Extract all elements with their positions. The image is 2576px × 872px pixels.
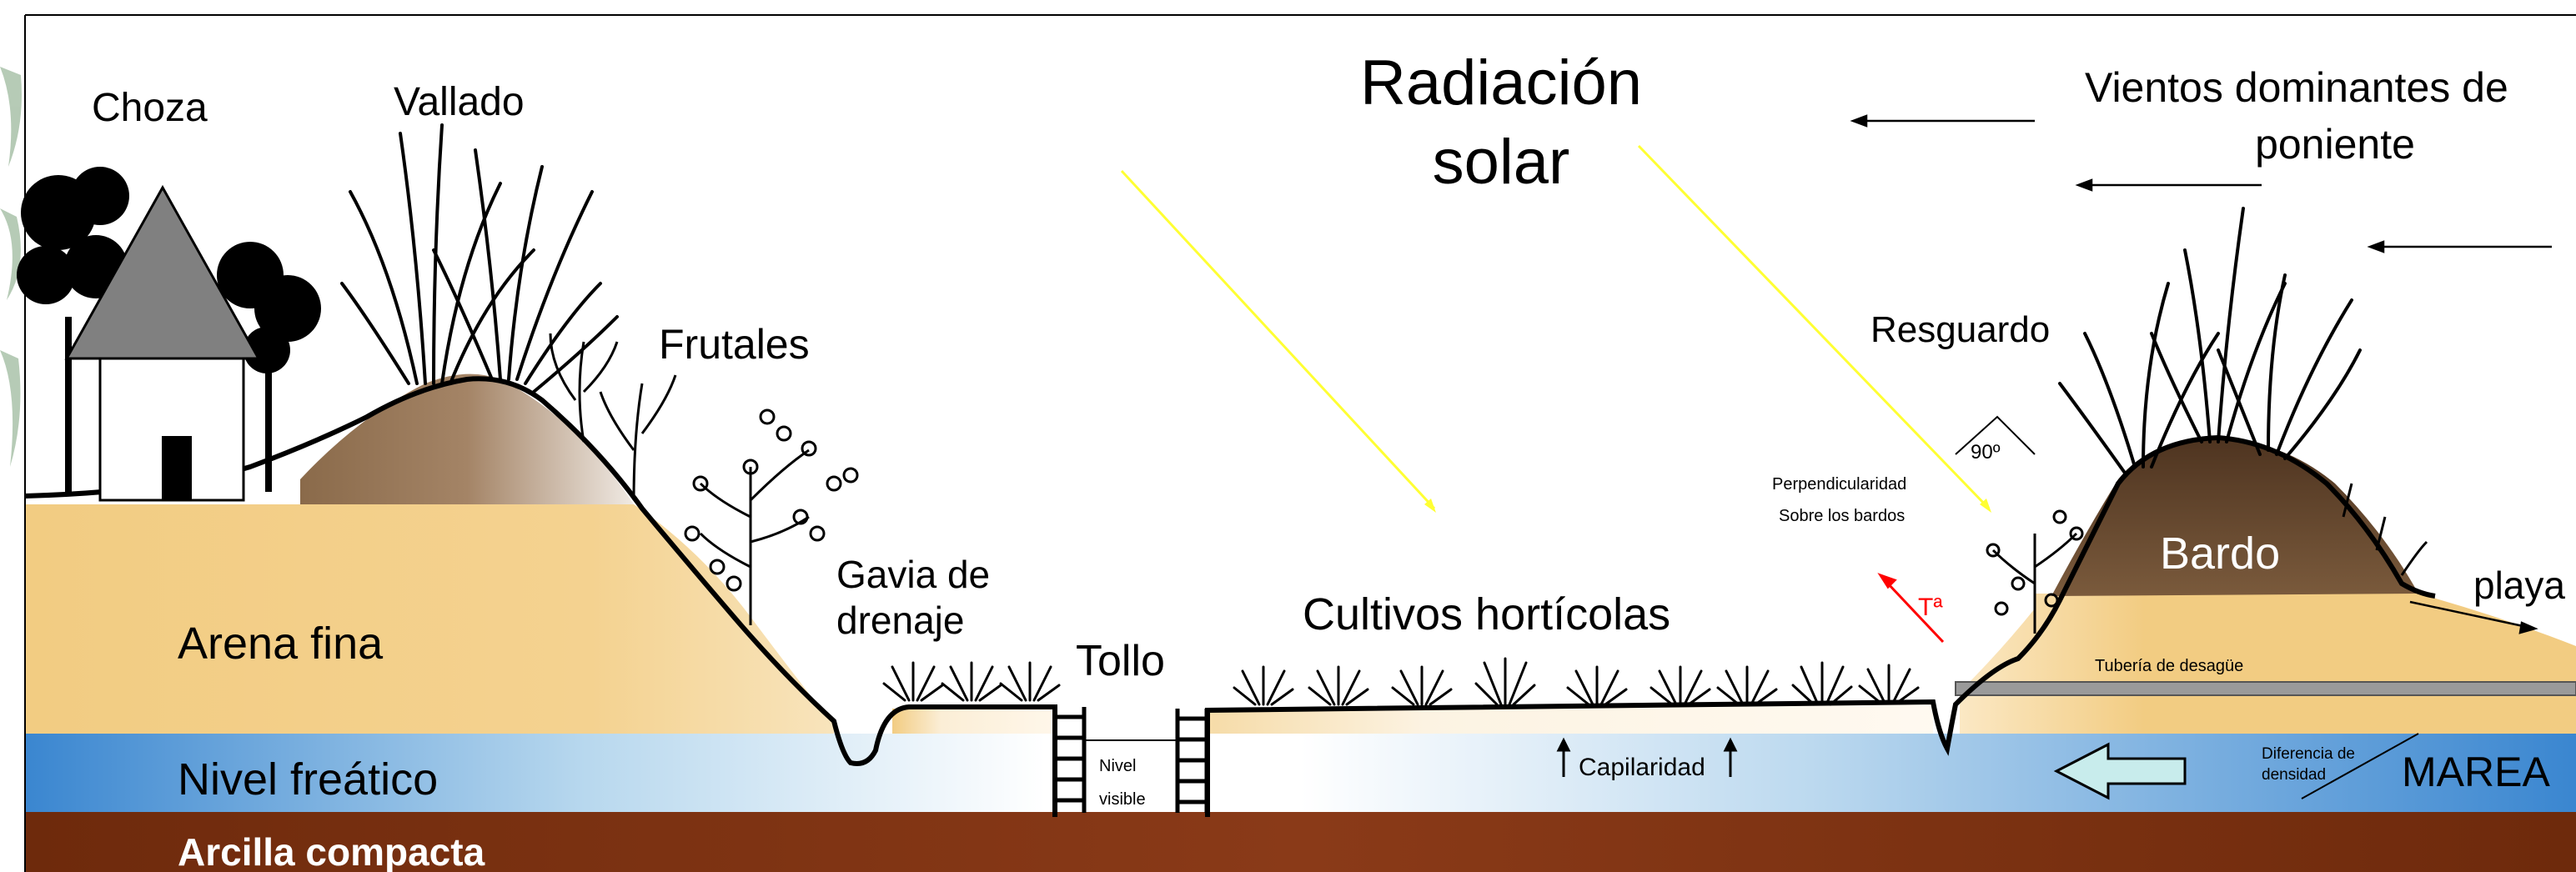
- sun-ray-arrowhead-2: [1980, 499, 1991, 513]
- ground-profile-line: [24, 376, 2436, 817]
- label-sand: Arena fina: [178, 619, 384, 669]
- label-capillarity: Capilaridad: [1579, 754, 1705, 781]
- label-beach: playa: [2473, 564, 2565, 607]
- drain-pipe: [1955, 681, 2576, 696]
- tide-arrow: [2053, 742, 2187, 800]
- label-perp-2: Sobre los bardos: [1779, 507, 1905, 525]
- label-shelter: Resguardo: [1870, 309, 2050, 350]
- left-sand: [25, 504, 834, 734]
- label-fruit: Frutales: [659, 321, 810, 368]
- hut: [64, 184, 261, 502]
- label-drain-2: drenaje: [836, 599, 964, 642]
- field-sand-strip: [892, 709, 1055, 734]
- label-winds-2: poniente: [2255, 121, 2415, 168]
- sun-ray-arrowhead-1: [1424, 499, 1436, 513]
- label-temp: Tª: [1918, 594, 1943, 621]
- wind-arrows: [1850, 114, 2552, 253]
- label-bardo: Bardo: [2160, 529, 2280, 579]
- label-perp-1: Perpendicularidad: [1772, 475, 1906, 494]
- label-crops: Cultivos hortícolas: [1303, 589, 1670, 639]
- label-visible-1: Nivel: [1099, 757, 1136, 775]
- label-density-1: Diferencia de: [2262, 745, 2355, 763]
- right-angle-marker: [1955, 415, 2036, 455]
- label-winds-1: Vientos dominantes de: [2085, 64, 2508, 111]
- bardo-shrubs: [1986, 483, 2428, 634]
- label-tide: MAREA: [2402, 749, 2550, 795]
- right-sand: [1960, 594, 2576, 734]
- label-angle: 90º: [1971, 441, 2001, 464]
- bardo-plants: [2058, 207, 2362, 477]
- fence-plants: [340, 123, 619, 393]
- label-visible-2: visible: [1099, 790, 1146, 809]
- label-hut: Choza: [92, 86, 208, 130]
- temperature-arrow: [1877, 573, 1945, 644]
- density-divider: [2301, 733, 2419, 799]
- label-fence: Vallado: [394, 80, 525, 124]
- capillarity-arrows: [1556, 737, 1738, 777]
- fence-mound: [300, 373, 634, 504]
- sun-rays: [1120, 144, 1991, 510]
- crop-plants: [882, 657, 1920, 706]
- background-foliage: [0, 67, 22, 467]
- fruit-trees: [549, 333, 859, 625]
- label-clay: Arcilla compacta: [178, 830, 485, 872]
- label-radiation-1: Radiación: [1360, 48, 1642, 118]
- label-drain-1: Gavia de: [836, 553, 990, 596]
- label-tollo: Tollo: [1076, 637, 1165, 685]
- label-radiation-2: solar: [1433, 127, 1570, 198]
- bardo-mound: [2051, 438, 2418, 596]
- label-density-2: densidad: [2262, 766, 2326, 784]
- label-pipe: Tubería de desagüe: [2095, 657, 2243, 675]
- tollo-ladder-right: [1175, 709, 1209, 813]
- beach-arrow: [2409, 600, 2538, 634]
- clay-layer: [25, 810, 2576, 872]
- tollo-ladder-left: [1052, 707, 1087, 813]
- label-water-table: Nivel freático: [178, 754, 438, 804]
